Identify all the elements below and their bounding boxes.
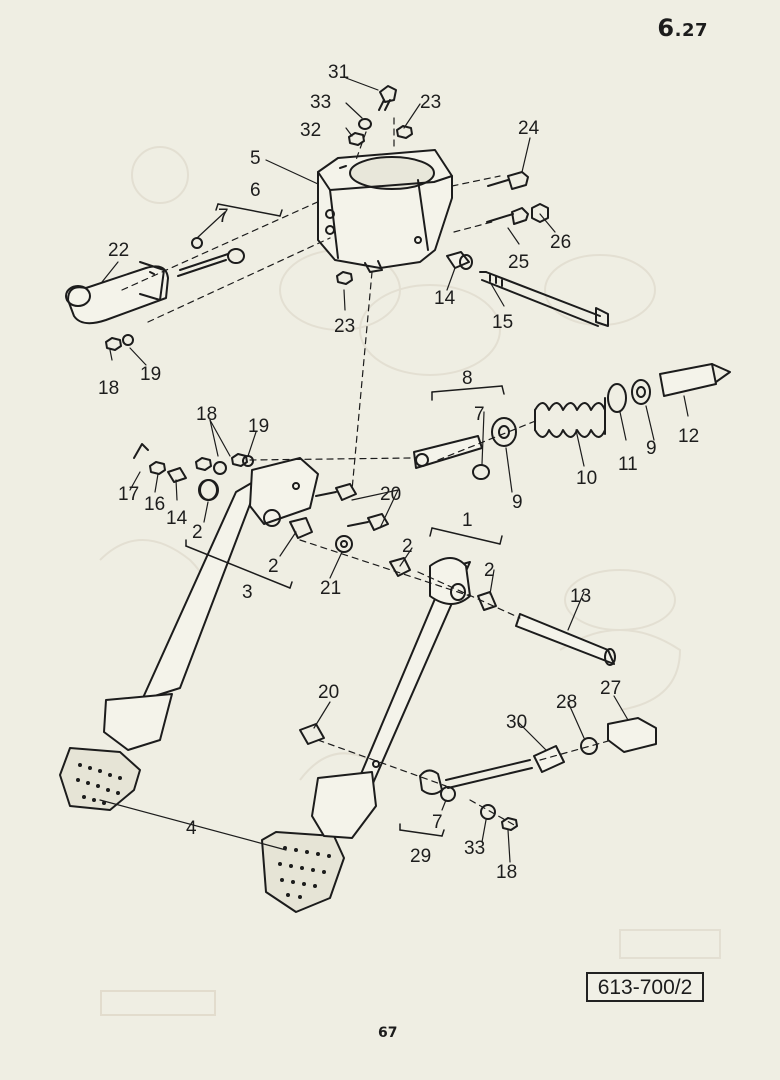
- callout-31: 31: [328, 62, 349, 83]
- callout-18: 18: [496, 862, 517, 883]
- show-through-label: [100, 990, 216, 1016]
- callout-14: 14: [166, 508, 188, 529]
- callout-24: 24: [518, 118, 540, 139]
- callout-30: 30: [506, 712, 527, 733]
- callout-9: 9: [512, 492, 523, 513]
- callout-14: 14: [434, 288, 456, 309]
- callout-4: 4: [186, 818, 197, 839]
- callout-25: 25: [508, 252, 529, 273]
- callout-2: 2: [402, 536, 413, 557]
- callout-3: 3: [242, 582, 253, 603]
- callout-10: 10: [576, 468, 597, 489]
- leader-lines: [99, 77, 689, 863]
- callout-15: 15: [492, 312, 513, 333]
- callout-23: 23: [420, 92, 441, 113]
- callout-1: 1: [462, 510, 473, 531]
- callout-9: 9: [646, 438, 657, 459]
- parts-artwork: [59, 77, 731, 913]
- callout-29: 29: [410, 846, 431, 867]
- callout-32: 32: [300, 120, 321, 141]
- assembly-dashed-lines: [121, 117, 613, 827]
- callout-33: 33: [310, 92, 331, 113]
- figure-reference-box: 613-700/2: [586, 972, 704, 1002]
- callout-22: 22: [108, 240, 129, 261]
- callout-6: 6: [250, 180, 261, 201]
- callout-7: 7: [474, 404, 485, 425]
- callout-17: 17: [118, 484, 139, 505]
- callout-5: 5: [250, 148, 261, 169]
- callout-19: 19: [248, 416, 269, 437]
- section-number: 6.27: [657, 14, 708, 42]
- return-spring-assembly: [413, 363, 731, 480]
- callout-2: 2: [192, 522, 203, 543]
- callout-7: 7: [432, 812, 443, 833]
- pedal-bracket: [317, 149, 453, 273]
- nut-washer-18-19: [105, 334, 134, 351]
- callout-18: 18: [196, 404, 217, 425]
- pivot-shaft-parts: [133, 443, 616, 666]
- master-cylinder: [65, 237, 245, 325]
- section-sub: .27: [674, 20, 708, 41]
- part-callouts: 1 2 2 2 2 3 4 5 6 7 7 7 8 9 9 10 11 12 1…: [98, 62, 699, 883]
- callout-20: 20: [318, 682, 339, 703]
- clutch-pedal: [311, 557, 471, 839]
- callout-11: 11: [618, 454, 638, 475]
- callout-13: 13: [570, 586, 591, 607]
- callout-23: 23: [334, 316, 355, 337]
- mounting-bolt-set: [336, 85, 413, 285]
- pedal-pads: [59, 747, 345, 913]
- callout-26: 26: [550, 232, 571, 253]
- callout-2: 2: [484, 560, 495, 581]
- callout-33: 33: [464, 838, 485, 859]
- callout-7: 7: [218, 206, 229, 227]
- callout-20: 20: [380, 484, 401, 505]
- brake-pedal: [103, 457, 319, 751]
- callout-27: 27: [600, 678, 621, 699]
- clutch-rod-assembly: [299, 717, 657, 831]
- callout-8: 8: [462, 368, 473, 389]
- callout-18: 18: [98, 378, 119, 399]
- callout-19: 19: [140, 364, 161, 385]
- assembly-brackets: [185, 203, 505, 837]
- page-number: 67: [378, 1025, 398, 1041]
- callout-16: 16: [144, 494, 165, 515]
- section-main: 6: [657, 14, 675, 42]
- callout-2: 2: [268, 556, 279, 577]
- screws-right: [486, 171, 549, 225]
- callout-12: 12: [678, 426, 699, 447]
- pivot-bolt-upper: [446, 251, 609, 327]
- callout-28: 28: [556, 692, 577, 713]
- callout-21: 21: [320, 578, 341, 599]
